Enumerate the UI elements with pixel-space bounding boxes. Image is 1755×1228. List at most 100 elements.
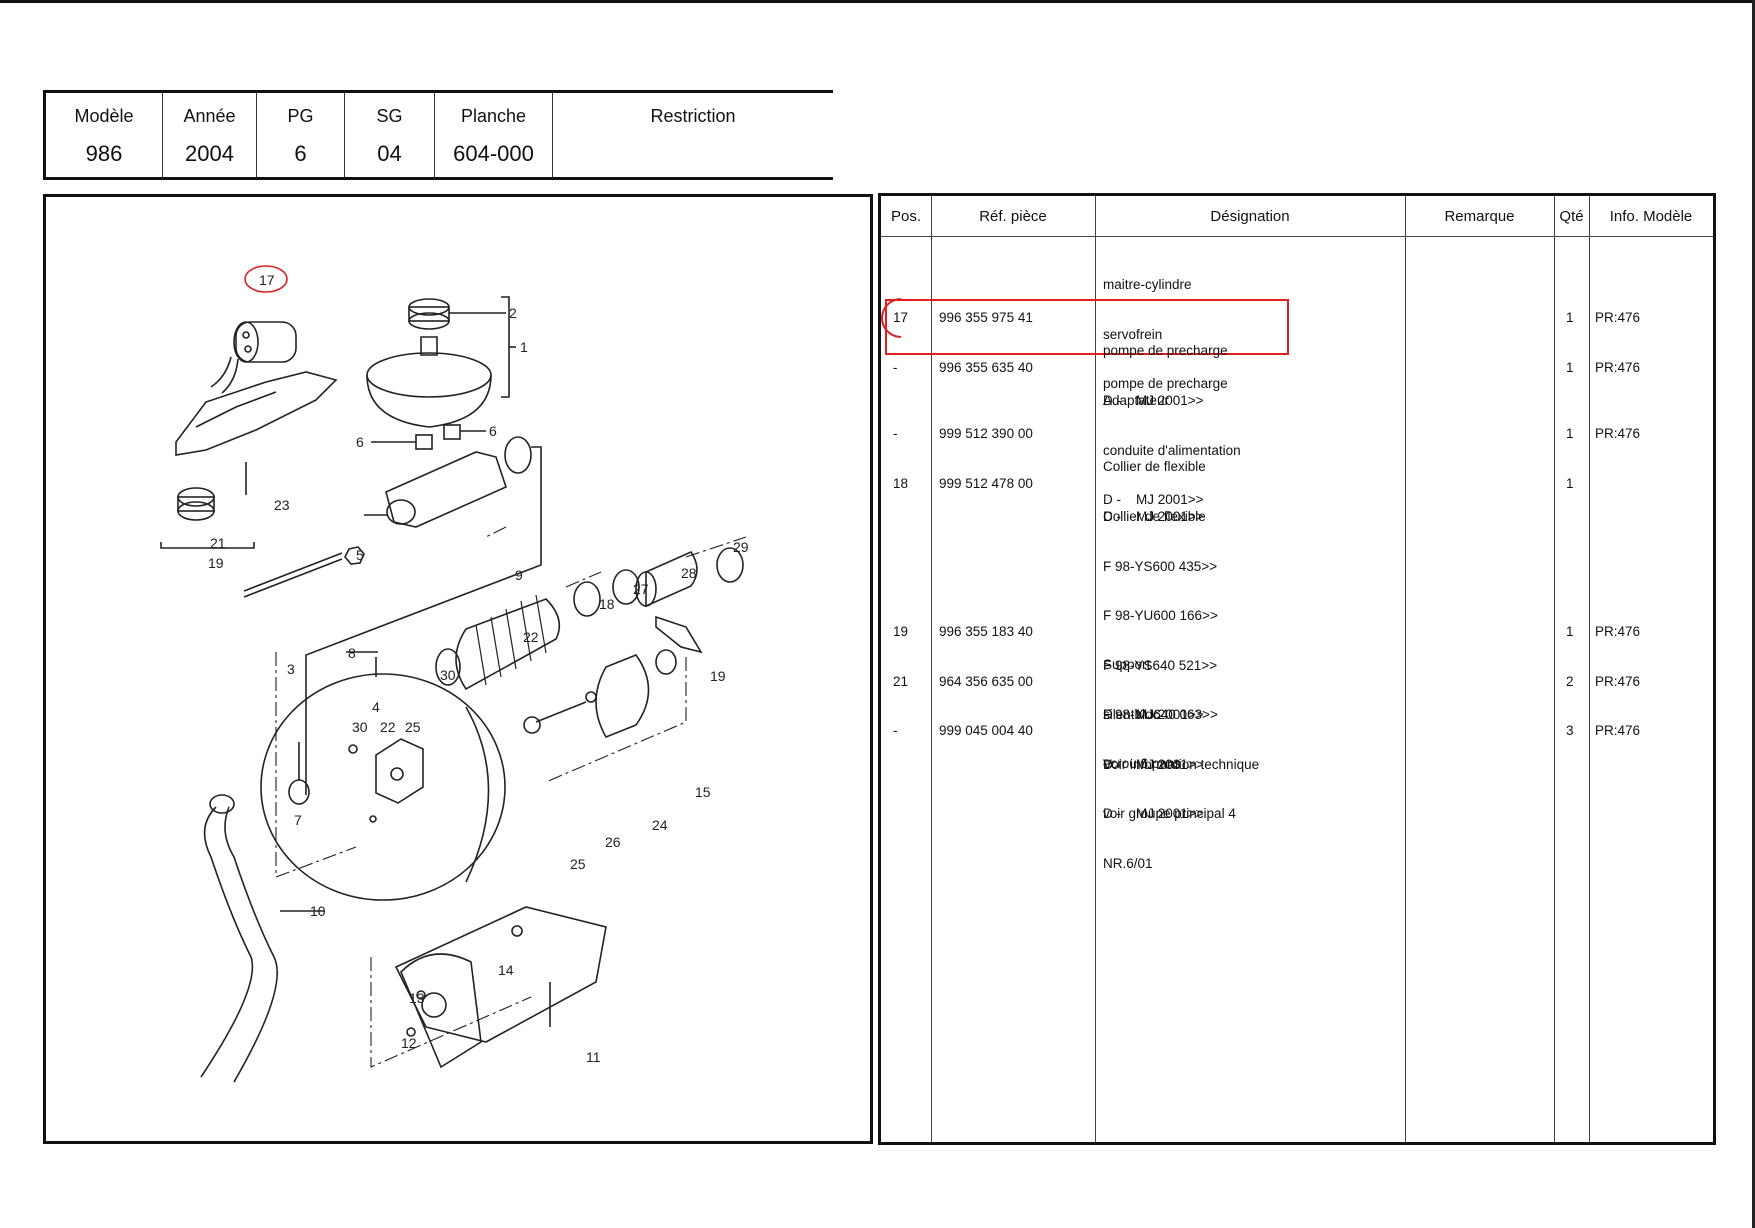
- row-qte: 1: [1566, 360, 1574, 375]
- row-info: PR:476: [1595, 674, 1641, 689]
- row-ref[interactable]: 996 355 975 41: [939, 310, 1033, 325]
- callout-label: 6: [489, 423, 497, 439]
- row-pos: -: [893, 360, 898, 375]
- row-designation: pompe de precharge D - MJ 2001>>: [1103, 310, 1228, 442]
- designation-line: voir groupe principal 4: [1103, 806, 1236, 821]
- header-value: 2004: [185, 141, 234, 166]
- row-pos: -: [893, 723, 898, 738]
- row-pos: 17: [893, 310, 909, 325]
- callout-label: 22: [380, 719, 396, 735]
- designation-line: D - MJ 2001>>: [1103, 392, 1204, 408]
- callout-label: 29: [733, 539, 749, 555]
- callout-label: 23: [274, 497, 290, 513]
- callout-label: 18: [599, 596, 615, 612]
- row-ref[interactable]: 996 355 635 40: [939, 360, 1033, 375]
- designation-line: F 98-YU640 063>>: [1103, 707, 1218, 722]
- parts-list-table: Pos. Réf. pièce Désignation Remarque Qté…: [872, 193, 1716, 1145]
- column-divider: [1095, 196, 1096, 1142]
- header-label: Année: [183, 106, 236, 126]
- row-qte: 1: [1566, 310, 1574, 325]
- scan-right-border: [1752, 0, 1755, 1228]
- row-qte: 3: [1566, 723, 1574, 738]
- column-divider: [1405, 196, 1406, 1142]
- row-info: PR:476: [1595, 723, 1641, 738]
- callout-label: 19: [710, 668, 726, 684]
- column-header-qte: Qté: [1559, 208, 1584, 225]
- designation-line: D - MJ 2001>>: [1103, 756, 1204, 772]
- callout-label: 7: [294, 812, 302, 828]
- callout-label: 6: [356, 434, 364, 450]
- header-label: Restriction: [650, 106, 736, 126]
- designation-line: pompe de precharge: [1103, 343, 1228, 358]
- group-description: maitre-cylindre servofrein pompe de prec…: [1103, 244, 1228, 426]
- header-col-sg: SG 04: [345, 93, 435, 177]
- header-col-restriction: Restriction: [553, 93, 833, 177]
- description-line: maitre-cylindre: [1103, 277, 1192, 292]
- row-ref[interactable]: 964 356 635 00: [939, 674, 1033, 689]
- row-designation: silentbloc D - MJ 2001>>: [1103, 674, 1204, 806]
- callout-label: 27: [633, 581, 649, 597]
- row-qte: 1: [1566, 476, 1574, 491]
- row-designation: Collier de flexible D - MJ 2001>>: [1103, 426, 1206, 558]
- highlight-box: [885, 299, 1289, 355]
- designation-line: silentbloc: [1103, 707, 1160, 722]
- exploded-parts-diagram: 17 2 1 6 6 23 21 19 5 9 29 28 27 18 22 3…: [43, 194, 873, 1144]
- header-divider: [881, 236, 1713, 237]
- row-designation: Support D - MJ 2001>>: [1103, 624, 1204, 756]
- callout-label: 3: [287, 661, 295, 677]
- callout-label: 13: [409, 990, 425, 1006]
- callout-label: 4: [372, 699, 380, 715]
- brake-booster-drawing: 17 2 1 6 6 23 21 19 5 9 29 28 27 18 22 3…: [160, 265, 749, 1083]
- row-designation: ecrou 6 pans D - MJ 2001>>: [1103, 723, 1204, 855]
- column-header-remarque: Remarque: [1444, 208, 1515, 225]
- callout-label: 14: [498, 962, 514, 978]
- header-label: Planche: [460, 106, 527, 126]
- callout-label: 9: [515, 567, 523, 583]
- description-line: pompe de precharge: [1103, 376, 1228, 391]
- callout-label: 25: [405, 719, 421, 735]
- header-value: 6: [294, 141, 307, 166]
- description-line: servofrein: [1103, 326, 1163, 342]
- column-header-info: Info. Modèle: [1609, 208, 1693, 225]
- callout-label: 26: [605, 834, 621, 850]
- column-divider: [1554, 196, 1555, 1142]
- row-ref[interactable]: 999 512 478 00: [939, 476, 1033, 491]
- header-col-pg: PG 6: [257, 93, 345, 177]
- designation-line: Voir information technique: [1103, 756, 1260, 772]
- designation-line: D - MJ 2001>>: [1103, 805, 1204, 821]
- row-qte: 2: [1566, 674, 1574, 689]
- callout-label: 19: [208, 555, 224, 571]
- designation-line: D - MJ 2001>>: [1103, 492, 1204, 507]
- row-ref[interactable]: 996 355 183 40: [939, 624, 1033, 639]
- row-ref[interactable]: 999 045 004 40: [939, 723, 1033, 738]
- designation-line: conduite d'alimentation: [1103, 442, 1241, 458]
- model-info-header: Modèle 986 Année 2004 PG 6 SG 04 Planche…: [43, 90, 833, 180]
- callout-label: 22: [523, 629, 539, 645]
- header-value: 04: [377, 141, 402, 166]
- row-designation: Collier de flexible F 98-YS600 435>> F 9…: [1103, 476, 1259, 905]
- column-header-ref: Réf. pièce: [979, 208, 1047, 225]
- callout-label: 2: [509, 305, 517, 321]
- designation-line: NR.6/01: [1103, 855, 1153, 871]
- header-col-planche: Planche 604-000: [435, 93, 553, 177]
- row-pos: 19: [893, 624, 909, 639]
- designation-line: F 98-YS640 521>>: [1103, 657, 1218, 673]
- designation-line: Support: [1103, 657, 1151, 672]
- row-pos: 18: [893, 476, 909, 491]
- callout-label: 25: [570, 856, 586, 872]
- row-pos: 21: [893, 674, 909, 689]
- column-header-designation: Désignation: [1210, 208, 1290, 225]
- designation-line: F 98-YS600 435>>: [1103, 558, 1218, 574]
- callout-label: 10: [310, 903, 326, 919]
- callout-label: 21: [210, 535, 226, 551]
- row-ref[interactable]: 999 512 390 00: [939, 426, 1033, 441]
- callout-label: 15: [695, 784, 711, 800]
- header-value: 604-000: [453, 141, 534, 166]
- callout-label: 30: [440, 667, 456, 683]
- column-header-pos: Pos.: [890, 208, 921, 225]
- designation-line: Collier de flexible: [1103, 459, 1206, 474]
- callout-label: 28: [681, 565, 697, 581]
- header-col-annee: Année 2004: [163, 93, 257, 177]
- row-info: PR:476: [1595, 624, 1641, 639]
- row-info: PR:476: [1595, 310, 1641, 325]
